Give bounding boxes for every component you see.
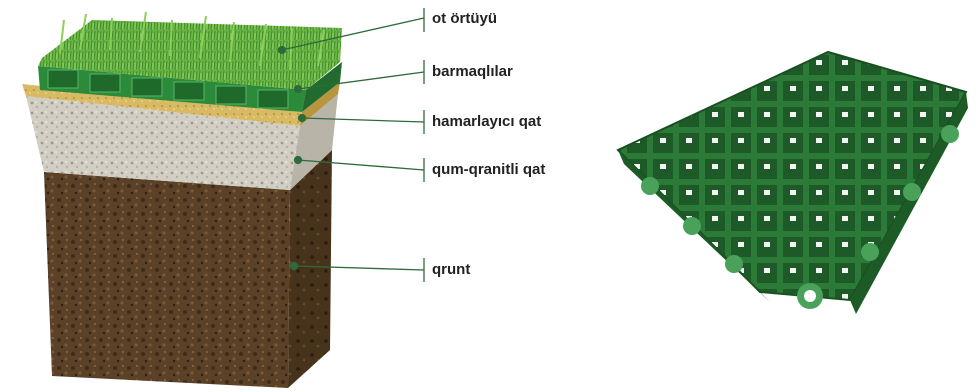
- label-sand-gravel-layer: qum-qranitli qat: [432, 161, 545, 178]
- paver-grid-product: [618, 52, 968, 314]
- label-leveling-layer: hamarlayıcı qat: [432, 113, 541, 130]
- soil-cross-section: [22, 12, 342, 388]
- soil-layer-front: [44, 172, 290, 388]
- label-grid-cells: barmaqlılar: [432, 63, 513, 80]
- paver-grid-lug-hole: [804, 290, 816, 302]
- paver-grid-mat: [618, 52, 966, 300]
- label-grass-cover: ot örtüyü: [432, 10, 497, 27]
- label-soil: qrunt: [432, 261, 470, 278]
